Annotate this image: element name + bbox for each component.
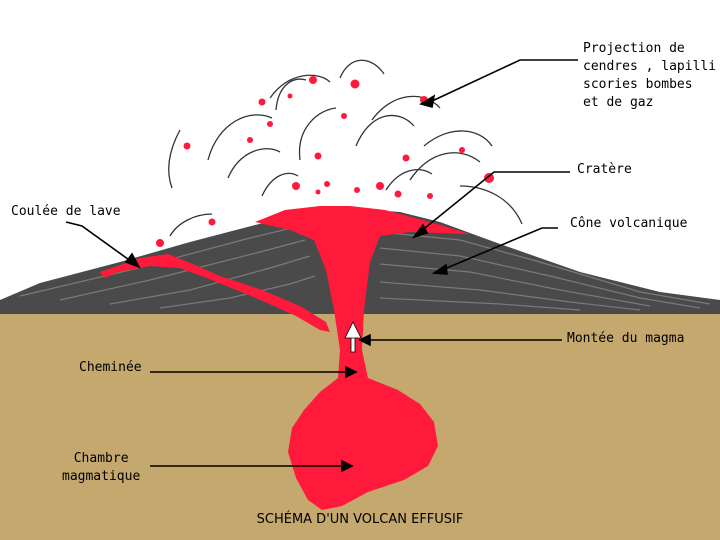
label-projection: Projection de cendres , lapilli scories … — [583, 40, 716, 112]
label-coulee-de-lave: Coulée de lave — [11, 204, 121, 219]
label-montee-du-magma: Montée du magma — [567, 331, 685, 346]
diagram-title: SCHÉMA D'UN VOLCAN EFFUSIF — [256, 512, 464, 527]
magma-conduit — [255, 206, 470, 510]
label-cratere: Cratère — [577, 162, 632, 177]
label-projection-line-4: et de gaz — [583, 95, 654, 110]
cone-strata — [19, 225, 711, 311]
label-chambre-line-2: magmatique — [62, 469, 141, 484]
magma-rise-arrow — [344, 321, 362, 353]
label-cheminee: Cheminée — [79, 360, 142, 375]
label-chambre-line-1: Chambre — [73, 451, 129, 466]
label-projection-line-2: cendres , lapilli — [583, 59, 717, 74]
label-projection-line-1: Projection de — [583, 41, 685, 56]
label-cone-volcanique: Cône volcanique — [570, 216, 688, 231]
label-chambre-magmatique: Chambre magmatique — [62, 450, 140, 486]
ejecta-fragments — [156, 76, 494, 247]
leader-lines — [65, 59, 578, 473]
label-projection-line-3: scories bombes — [583, 77, 693, 92]
ejecta-trajectories — [168, 59, 523, 237]
